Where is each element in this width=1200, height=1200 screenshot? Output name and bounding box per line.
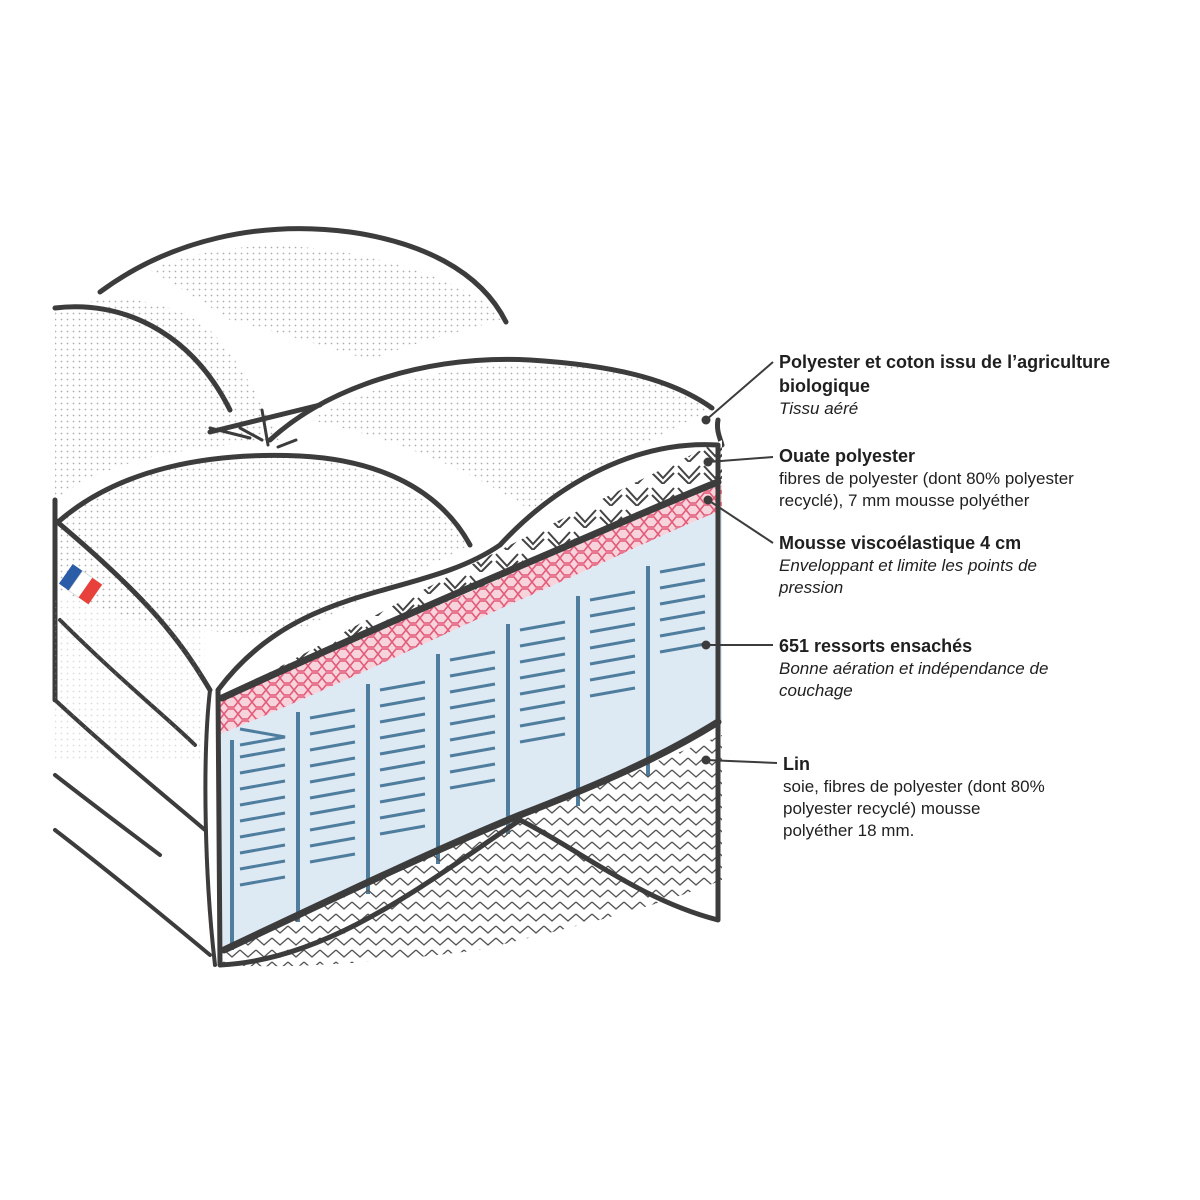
label-memory-foam: Mousse viscoélastique 4 cm Enveloppant e… bbox=[779, 531, 1179, 599]
label-cover-fabric: Polyester et coton issu de l’agriculture… bbox=[779, 350, 1179, 420]
french-flag-tag bbox=[58, 564, 103, 605]
leader-lines bbox=[705, 361, 778, 764]
label-title: Ouate polyester bbox=[779, 446, 916, 466]
label-title: Mousse viscoélastique 4 cm bbox=[779, 533, 1022, 553]
label-title: Polyester et coton issu de l’agriculture… bbox=[779, 352, 1111, 396]
label-description: Tissu aéré bbox=[779, 399, 859, 418]
label-description: soie, fibres de polyester (dont 80% poly… bbox=[783, 777, 1045, 840]
label-title: Lin bbox=[783, 754, 810, 774]
label-ouate-polyester: Ouate polyester fibres de polyester (don… bbox=[779, 444, 1179, 512]
spring-columns bbox=[239, 562, 706, 887]
label-lin: Lin soie, fibres de polyester (dont 80% … bbox=[783, 752, 1183, 842]
label-description: Bonne aération et indépendance de coucha… bbox=[779, 659, 1049, 700]
label-pocket-springs: 651 ressorts ensachés Bonne aération et … bbox=[779, 634, 1179, 702]
cross-section bbox=[215, 440, 722, 968]
label-description: fibres de polyester (dont 80% polyester … bbox=[779, 469, 1074, 510]
leader-dots bbox=[701, 415, 713, 765]
label-title: 651 ressorts ensachés bbox=[779, 636, 973, 656]
label-description: Enveloppant et limite les points de pres… bbox=[779, 556, 1037, 597]
